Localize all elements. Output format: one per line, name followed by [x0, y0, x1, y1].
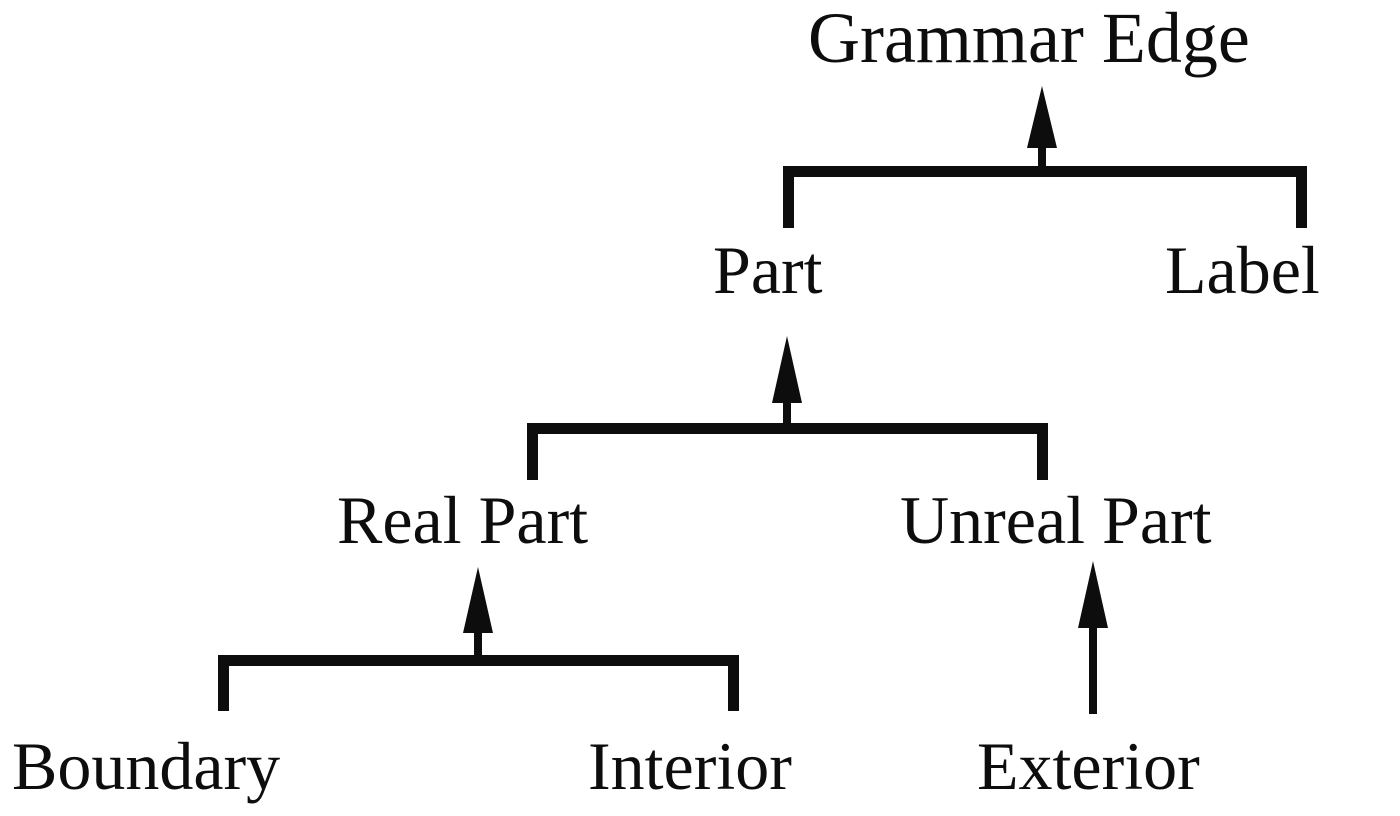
connector-tick-label: [1296, 166, 1307, 228]
node-grammar-edge: Grammar Edge: [808, 0, 1250, 78]
connector-bar-real-part: [218, 655, 739, 666]
arrow-head-real-part-icon: [463, 567, 493, 633]
edge-group-to-part: [527, 336, 1048, 480]
node-real-part: Real Part: [337, 482, 589, 558]
arrow-head-unreal-part-icon: [1078, 561, 1108, 628]
node-label: Label: [1165, 232, 1320, 308]
arrow-stem-part: [783, 395, 791, 425]
connector-tick-real-part: [527, 423, 538, 480]
node-part: Part: [713, 232, 823, 308]
connector-tick-boundary: [218, 655, 229, 711]
arrow-head-part-icon: [772, 336, 802, 403]
arrow-head-root-icon: [1027, 86, 1057, 148]
connector-bar-part: [527, 423, 1048, 434]
node-unreal-part: Unreal Part: [900, 482, 1212, 558]
arrow-stem-exterior: [1089, 612, 1097, 714]
connector-tick-unreal-part: [1037, 423, 1048, 480]
edge-group-to-real-part: [218, 567, 739, 711]
edge-group-to-grammar-edge: [783, 86, 1307, 228]
edge-group-to-unreal-part: [1078, 561, 1108, 714]
arrow-stem-real-part: [474, 625, 482, 657]
node-exterior: Exterior: [977, 728, 1200, 804]
node-boundary: Boundary: [12, 728, 281, 804]
connector-bar-root: [783, 166, 1307, 177]
arrow-stem-root: [1038, 140, 1046, 172]
connector-tick-part: [783, 166, 794, 228]
connector-tick-interior: [728, 655, 739, 711]
node-interior: Interior: [588, 728, 792, 804]
